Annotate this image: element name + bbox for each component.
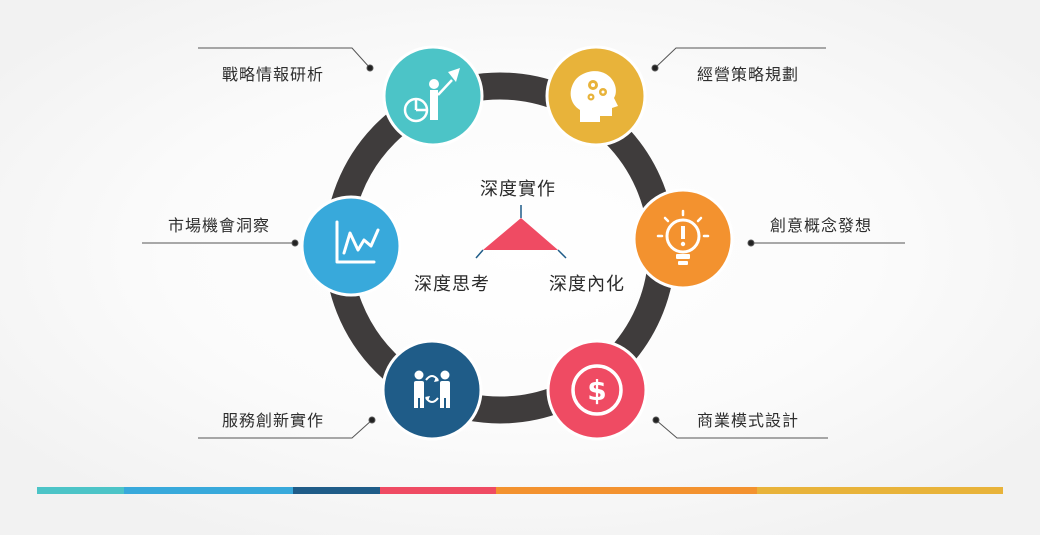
node-service-innovation[interactable] xyxy=(381,339,483,441)
presentation-chart-icon xyxy=(403,68,460,123)
node-business-strategy[interactable] xyxy=(545,45,647,147)
bottom-color-bar xyxy=(37,487,1003,494)
bottom-bar-segment xyxy=(756,487,1003,494)
bottom-bar-segment xyxy=(123,487,293,494)
node-market-insight[interactable] xyxy=(300,195,402,297)
center-label-left: 深度思考 xyxy=(414,274,490,295)
label-strategy-intel: 戰略情報研析 xyxy=(222,65,325,84)
label-business-model: 商業模式設計 xyxy=(697,411,800,430)
people-exchange-icon xyxy=(414,370,450,408)
node-business-model[interactable]: $ xyxy=(546,339,648,441)
label-market-insight: 市場機會洞察 xyxy=(168,216,271,235)
bottom-bar-segment xyxy=(37,487,124,494)
label-service-innovation: 服務創新實作 xyxy=(222,411,325,430)
bottom-bar-segment xyxy=(495,487,757,494)
head-gears-icon xyxy=(570,71,618,122)
line-chart-icon xyxy=(335,220,380,264)
bottom-bar-segment xyxy=(292,487,380,494)
label-creative-concept: 創意概念發想 xyxy=(770,216,873,235)
node-strategy-intel[interactable] xyxy=(382,45,484,147)
bottom-bar-segment xyxy=(379,487,496,494)
center-label-top: 深度實作 xyxy=(480,179,556,200)
leader-lines xyxy=(142,47,905,439)
svg-text:$: $ xyxy=(587,374,606,407)
label-business-strategy: 經營策略規劃 xyxy=(697,65,800,84)
center-triangle xyxy=(475,205,567,259)
dollar-coin-icon: $ xyxy=(571,364,623,416)
node-creative-concept[interactable] xyxy=(632,188,734,290)
lightbulb-icon xyxy=(656,209,710,265)
center-label-right: 深度內化 xyxy=(549,274,625,295)
